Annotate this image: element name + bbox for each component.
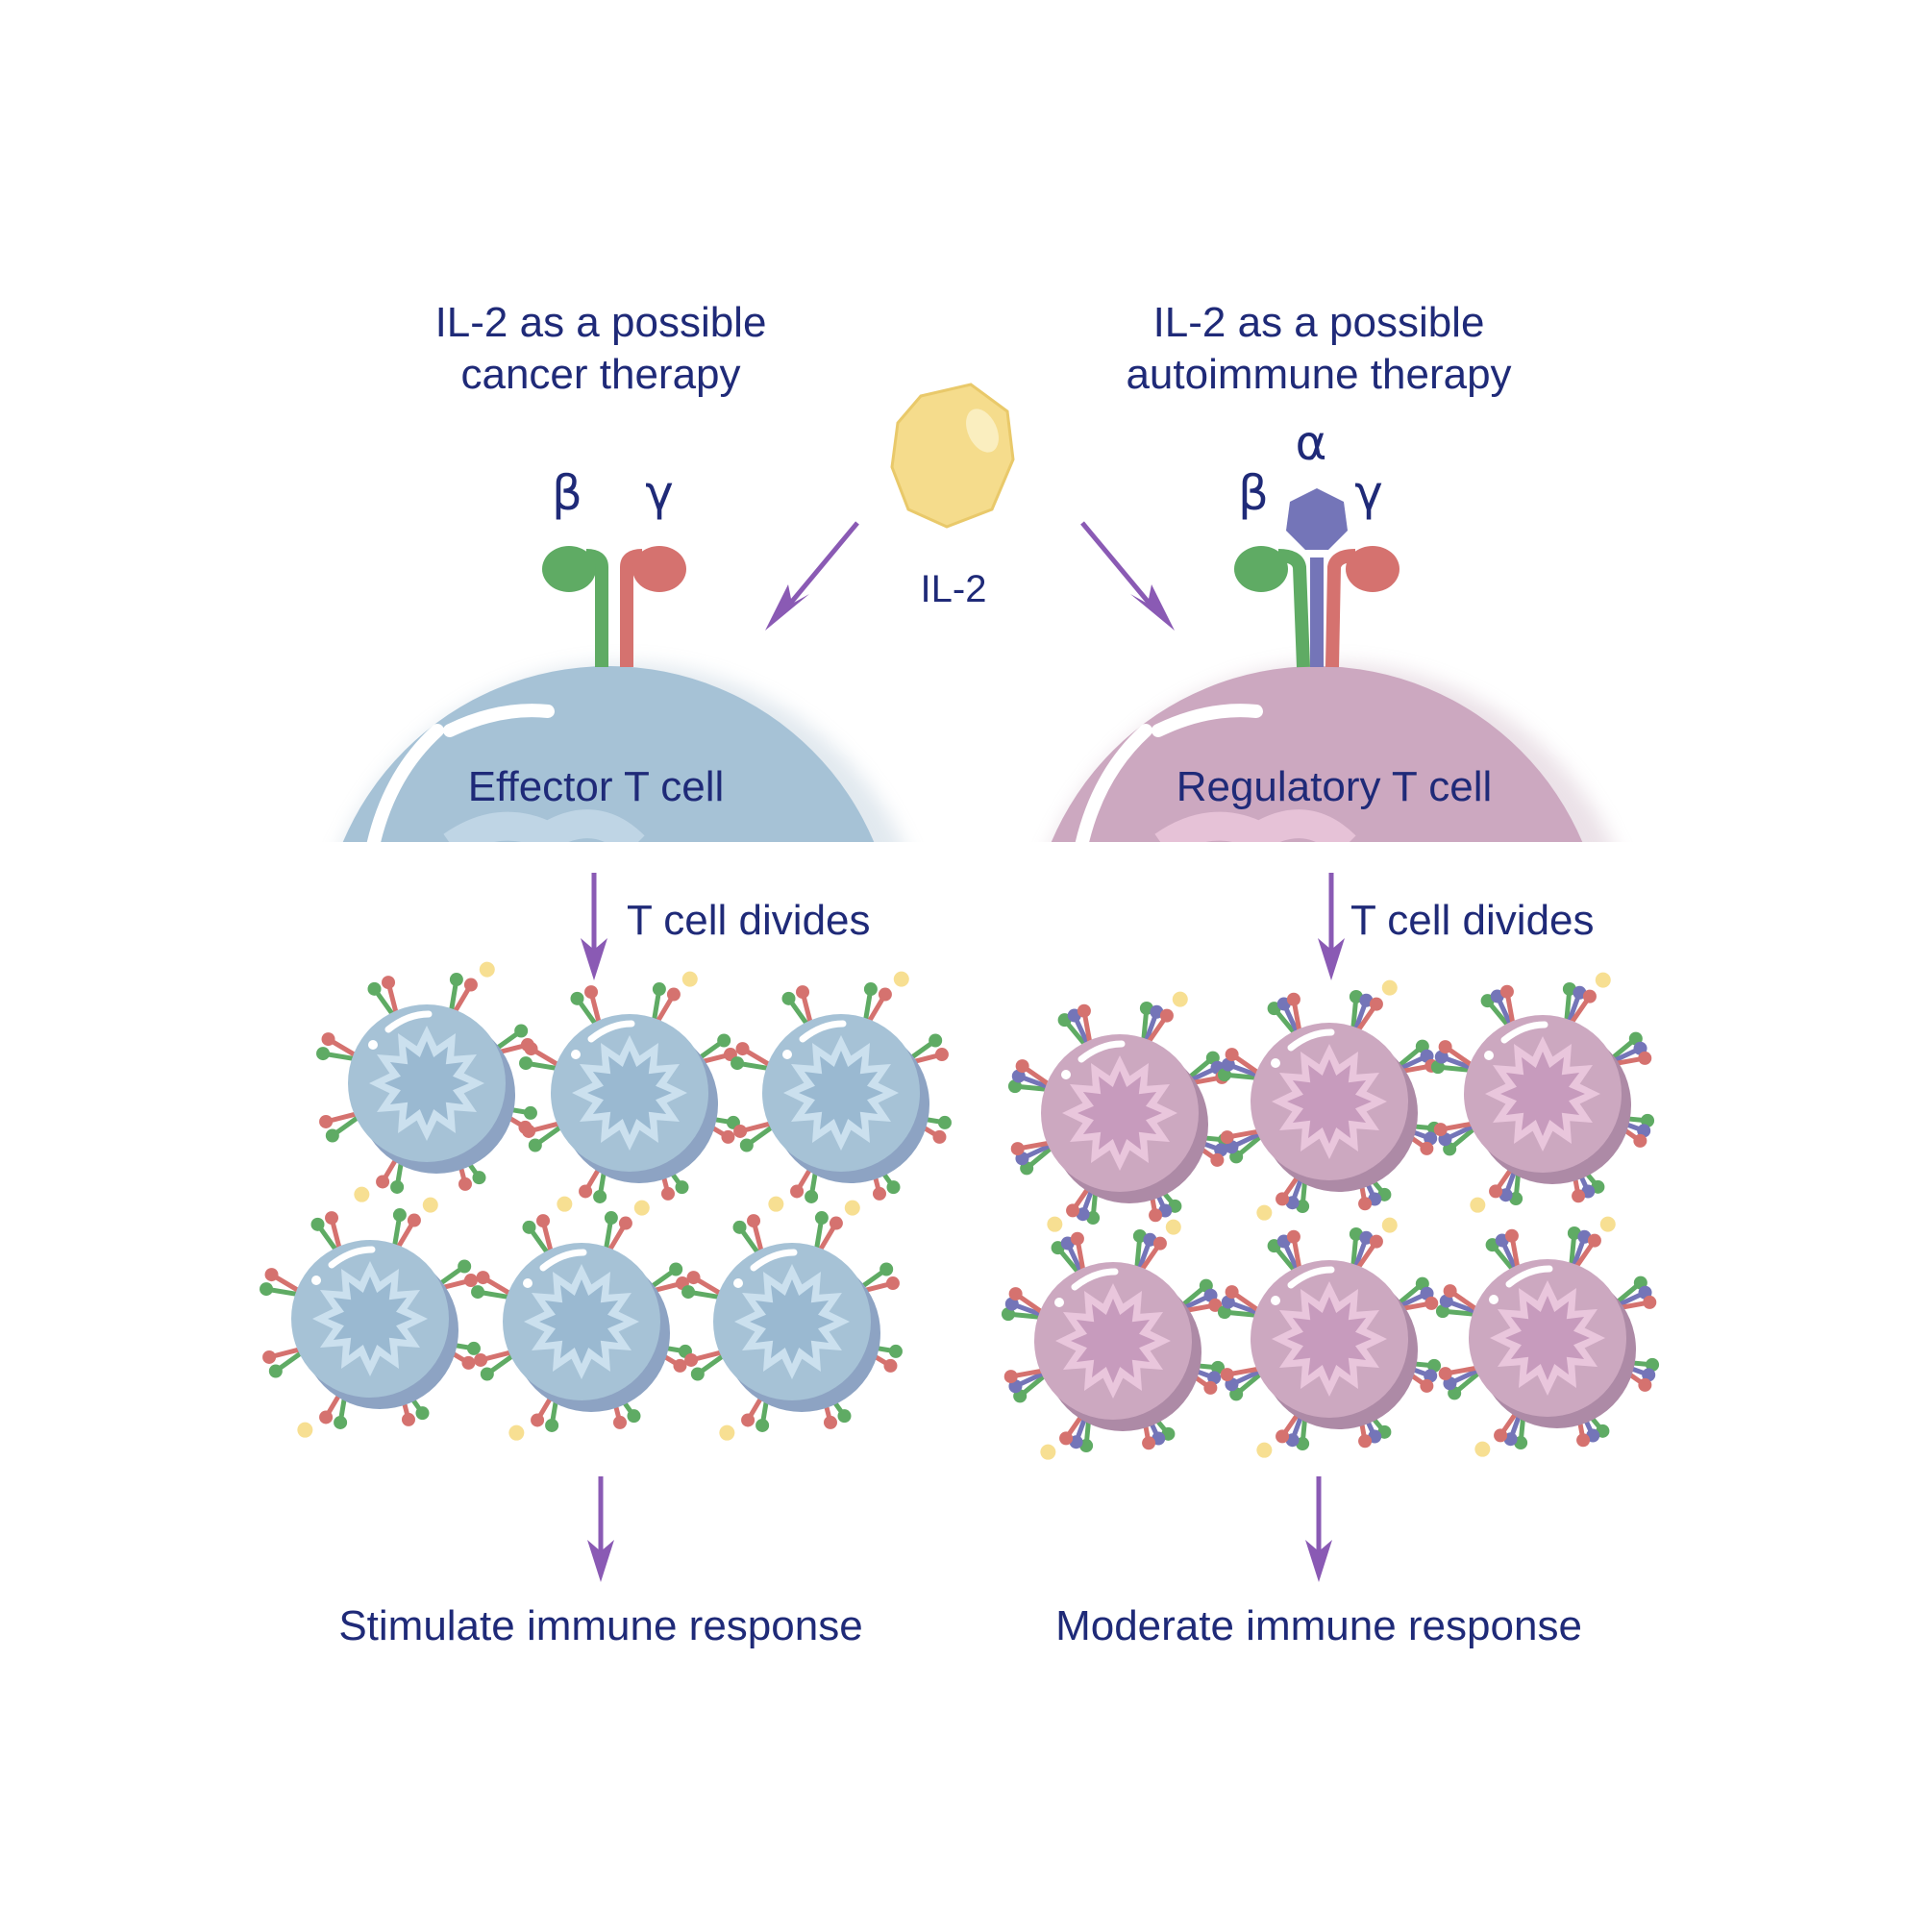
- regulatory-divides-arrow-icon: [1318, 873, 1345, 980]
- effector-beta-label: β: [552, 465, 582, 521]
- regulatory-divides-label: T cell divides: [1350, 897, 1595, 944]
- arrow-to-regulatory-icon: [1080, 521, 1175, 631]
- right-title-line1: IL-2 as a possible: [1153, 299, 1485, 346]
- regulatory-alpha-label: α: [1296, 415, 1327, 471]
- effector-daughter-cell: [681, 1200, 903, 1441]
- regulatory-outcome-arrow-icon: [1305, 1476, 1332, 1582]
- effector-daughter-cell: [731, 971, 952, 1212]
- regulatory-gamma-label: γ: [1354, 465, 1383, 521]
- effector-t-cell: [342, 666, 875, 842]
- big-cells: [342, 663, 1612, 842]
- effector-outcome-arrow-icon: [587, 1476, 614, 1582]
- il2-molecule-icon: [890, 383, 1015, 529]
- regulatory-daughter-cell: [1007, 991, 1232, 1232]
- effector-divides-label: T cell divides: [627, 897, 871, 944]
- regulatory-daughter-cell: [1430, 972, 1655, 1213]
- effector-daughter-cell: [316, 961, 537, 1202]
- effector-divides-arrow-icon: [581, 873, 607, 980]
- regulatory-daughter-cell: [1217, 1217, 1442, 1458]
- effector-receptor-icon: [542, 546, 686, 667]
- effector-outcome-label: Stimulate immune response: [338, 1602, 862, 1649]
- right-title: IL-2 as a possible autoimmune therapy: [1126, 299, 1511, 398]
- daughter-cells: [260, 961, 1660, 1460]
- regulatory-t-cell: [1051, 666, 1583, 842]
- left-title: IL-2 as a possible cancer therapy: [435, 299, 767, 398]
- effector-gamma-label: γ: [645, 465, 674, 521]
- left-title-line2: cancer therapy: [460, 351, 740, 398]
- regulatory-receptor-icon: [1234, 488, 1399, 668]
- right-title-line2: autoimmune therapy: [1126, 351, 1511, 398]
- arrow-to-effector-icon: [765, 521, 859, 631]
- effector-cell-label: Effector T cell: [468, 763, 725, 810]
- regulatory-outcome-label: Moderate immune response: [1055, 1602, 1582, 1649]
- regulatory-daughter-cell: [1217, 979, 1442, 1221]
- il2-label: IL-2: [921, 568, 987, 610]
- regulatory-daughter-cell: [1435, 1216, 1660, 1457]
- effector-daughter-cell: [519, 971, 740, 1212]
- effector-daughter-cell: [471, 1200, 692, 1441]
- regulatory-cell-label: Regulatory T cell: [1177, 763, 1493, 810]
- effector-daughter-cell: [260, 1197, 481, 1438]
- left-title-line1: IL-2 as a possible: [435, 299, 767, 346]
- regulatory-beta-label: β: [1238, 465, 1269, 521]
- regulatory-daughter-cell: [1001, 1219, 1226, 1460]
